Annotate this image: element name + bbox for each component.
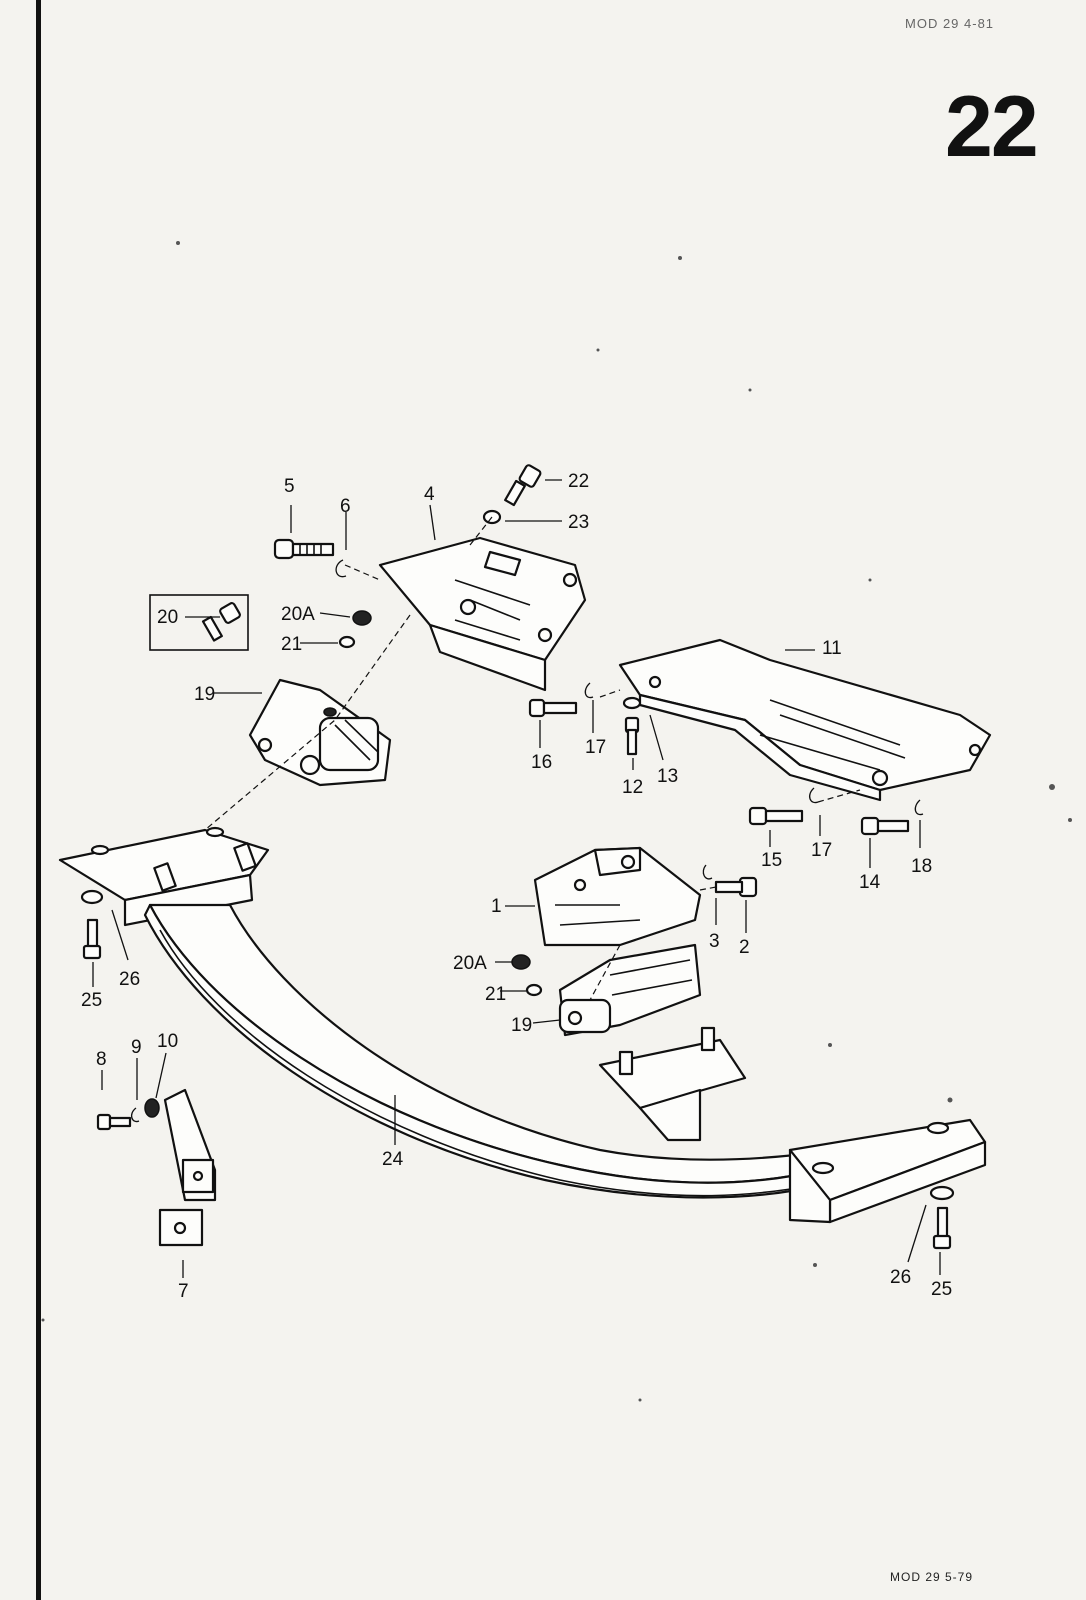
engine-bracket-1 [533, 846, 702, 947]
spring-washer-6 [335, 559, 347, 578]
bolt-16 [528, 698, 546, 718]
callout-25-right: 25 [931, 1279, 952, 1300]
spring-washer-17-left [584, 682, 594, 699]
bolt-5 [273, 538, 295, 560]
callout-23: 23 [568, 512, 589, 533]
crossmember-24 [58, 826, 987, 1224]
callout-3: 3 [709, 931, 720, 952]
print-specks [41, 241, 1072, 1402]
bolt-25-right [936, 1206, 949, 1240]
washer-21-lower [525, 983, 543, 997]
callout-19-lower: 19 [511, 1015, 532, 1036]
callout-9: 9 [131, 1037, 142, 1058]
rubber-mount-19-upper [248, 678, 392, 787]
callout-26-right: 26 [890, 1267, 911, 1288]
alignment-lines [204, 516, 861, 1001]
rubber-mount-19-lower [558, 943, 702, 1037]
page-number: 22 [945, 79, 1039, 175]
callout-11: 11 [822, 638, 842, 659]
bolt-14 [860, 816, 880, 836]
washer-13 [622, 696, 642, 710]
nut-10 [144, 1098, 160, 1118]
callout-2: 2 [739, 937, 750, 958]
callout-17-left: 17 [585, 737, 606, 758]
callout-19-upper: 19 [194, 684, 215, 705]
bolt-25-left [86, 918, 99, 950]
callout-24: 24 [382, 1149, 404, 1170]
callout-8: 8 [96, 1049, 107, 1070]
callout-18: 18 [911, 856, 932, 877]
callout-14: 14 [859, 872, 881, 893]
footer-reference: MOD 29 5-79 [890, 1570, 974, 1584]
nut-20A-lower [511, 954, 531, 970]
bracket-7 [158, 1088, 217, 1247]
callout-1: 1 [491, 896, 502, 917]
bolt-8 [96, 1113, 112, 1131]
callout-21-upper: 21 [281, 634, 302, 655]
callout-22: 22 [568, 471, 589, 492]
spring-washer-17-right [808, 787, 819, 804]
callout-16: 16 [531, 752, 552, 773]
callout-13: 13 [657, 766, 678, 787]
spring-washer-18 [914, 799, 924, 816]
fasteners [80, 464, 955, 1250]
washer-26-left [80, 889, 104, 905]
callout-20: 20 [157, 607, 178, 628]
callout-6: 6 [340, 496, 351, 517]
callout-12: 12 [622, 777, 643, 798]
callout-10: 10 [157, 1031, 178, 1052]
callout-26-left: 26 [119, 969, 140, 990]
spring-washer-9 [130, 1107, 140, 1123]
bolt-22 [518, 464, 542, 488]
leader-lines [92, 479, 941, 1278]
callout-20A-upper: 20A [281, 604, 315, 625]
transmission-support-11 [618, 638, 992, 802]
callout-4: 4 [424, 484, 435, 505]
callout-7: 7 [178, 1281, 189, 1302]
spring-washer-3 [702, 864, 713, 880]
bolt-5-shank [291, 542, 335, 557]
callout-5: 5 [284, 476, 295, 497]
binder-edge-line [36, 0, 41, 1600]
box-item-20 [149, 594, 249, 651]
callout-15: 15 [761, 850, 782, 871]
washer-21-upper [338, 635, 356, 649]
callout-17-right: 17 [811, 840, 832, 861]
bolt-15 [748, 806, 768, 826]
callout-25-left: 25 [81, 990, 102, 1011]
engine-bracket-4 [378, 536, 587, 692]
header-reference: MOD 29 4-81 [905, 16, 995, 31]
callout-20A-lower: 20A [453, 953, 487, 974]
callout-21-lower: 21 [485, 984, 506, 1005]
washer-26-right [929, 1185, 955, 1201]
nut-20A-upper [352, 610, 372, 626]
callout-labels: 5 6 4 22 23 20 20A 21 19 11 16 17 12 13 … [81, 471, 952, 1302]
